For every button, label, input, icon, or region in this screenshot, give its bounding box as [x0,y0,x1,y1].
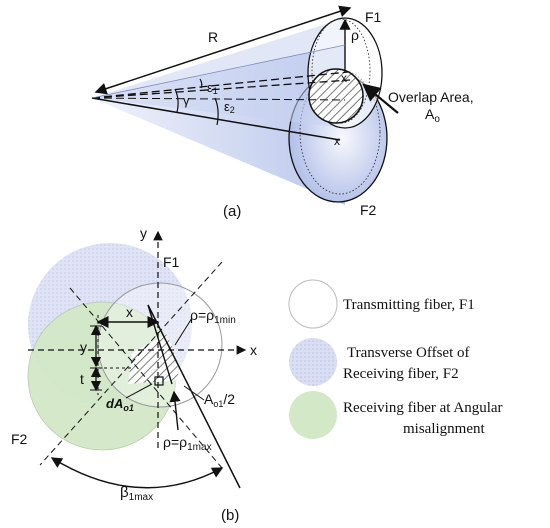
rho-min-label: ρ=ρ1min [190,307,236,326]
legend-angular-swatch [289,391,337,439]
gamma-label: γ [183,93,190,108]
ao-half-leader [183,385,205,401]
f2-label: F2 [360,202,377,218]
legend: Transmitting fiber, F1 Transverse Offset… [288,279,503,439]
axis-mid [91,97,346,101]
legend-transmitting-swatch [288,279,338,329]
f2-center-mark: x [334,134,340,148]
overlap-label-2: Ao [425,106,440,125]
x-axis-label: x [250,342,257,358]
f1-center-mark: x [341,71,347,85]
rho-max-label: ρ=ρ1max [163,434,212,453]
eps2-arc [214,97,219,126]
f1-label: F1 [365,9,382,25]
rho-label: ρ [351,27,359,43]
r-label: R [208,29,218,45]
legend-transmitting-label: Transmitting fiber, F1 [343,297,475,313]
element-leader [125,383,153,399]
f1-b-label: F1 [163,254,180,270]
panel-a-label: (a) [223,203,241,220]
element-square [154,376,164,386]
overlap-arrow [362,83,399,114]
y-dim-label: y [80,339,87,355]
overlap-area [308,68,364,124]
rho-max-arrow [169,390,181,431]
gamma-arc [174,88,179,113]
legend-angular-label-2: misalignment [403,421,485,437]
beta-arc [50,457,224,489]
da-label: dAo1 [106,396,134,413]
axis-f1 [91,71,349,99]
legend-offset-swatch [289,338,337,386]
rho-min-leader [174,317,193,346]
legend-angular-label-1: Receiving fiber at Angular [343,400,503,416]
legend-offset-label-2: Receiving fiber, F2 [343,366,459,382]
eps1-arc [199,78,203,89]
axis-f2 [91,97,341,141]
overlap-label-1: Overlap Area, [388,89,474,105]
panel-b: y x x y t F1 F2 [11,225,257,524]
ao-half-label: Ao1/2 [204,391,235,409]
x-dim-label: x [126,304,133,320]
panel-a: x x R F1 ρ γ ε1 ε2 F2 Overlap Area, Ao (… [91,5,474,220]
tangent-line [147,304,241,489]
beta-label: β1max [120,484,153,503]
cone-edge [91,44,346,99]
eps1-label: ε1 [207,80,218,96]
f2-b-label: F2 [11,431,28,447]
axis-overlap [91,79,351,99]
overlap-region [128,334,179,384]
legend-offset-label-1: Transverse Offset of [347,345,469,361]
y-axis-label: y [140,225,147,241]
eps2-label: ε2 [224,99,235,115]
diag-right [39,261,223,466]
r-arrow [94,5,352,95]
t-dim-label: t [80,371,84,387]
panel-b-label: (b) [221,507,239,524]
